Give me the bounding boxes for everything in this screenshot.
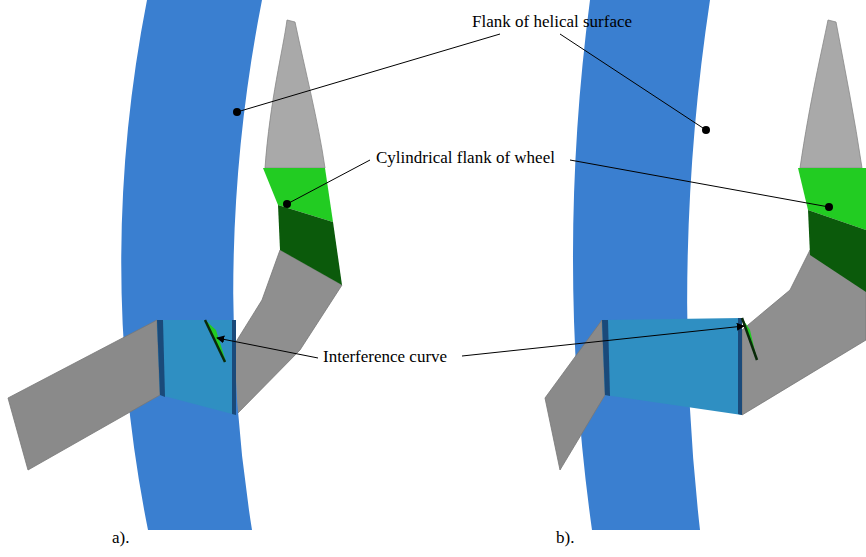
leader-line bbox=[560, 34, 706, 130]
wheel-flank-left bbox=[8, 320, 160, 470]
intersection-edge bbox=[602, 320, 610, 396]
intersection-edge bbox=[738, 318, 742, 415]
intersection-edge bbox=[232, 320, 236, 415]
panel-label: a). bbox=[112, 528, 129, 548]
wheel-flank-upper bbox=[800, 20, 862, 168]
wheel-flank-upper bbox=[265, 20, 325, 168]
leader-dot bbox=[233, 108, 241, 116]
leader-dot bbox=[283, 200, 291, 208]
intersection-region bbox=[157, 320, 236, 415]
intersection-edge bbox=[157, 320, 165, 397]
panel-label: b). bbox=[556, 528, 574, 548]
panel-a bbox=[8, 0, 342, 530]
intersection-region bbox=[602, 318, 742, 415]
part-label: Interference curve bbox=[323, 347, 447, 367]
leader-line bbox=[570, 160, 829, 207]
interference-sliver bbox=[742, 318, 757, 360]
leader-arrow bbox=[462, 326, 744, 356]
part-label: Flank of helical surface bbox=[472, 12, 632, 32]
leader-lines bbox=[217, 34, 829, 358]
helical-surface bbox=[121, 0, 262, 530]
leader-dot bbox=[825, 203, 833, 211]
panel-b bbox=[545, 0, 866, 530]
cylindrical-flank-dark bbox=[808, 210, 866, 292]
leader-line bbox=[287, 160, 370, 204]
interference-curve bbox=[742, 318, 757, 360]
wheel-flank-left bbox=[545, 320, 605, 470]
part-label: Cylindrical flank of wheel bbox=[376, 148, 555, 168]
leader-dots bbox=[233, 108, 833, 211]
leader-line bbox=[237, 34, 500, 112]
helical-surface bbox=[573, 0, 710, 530]
leader-arrow bbox=[217, 338, 318, 358]
leader-dot bbox=[702, 126, 710, 134]
interference-curve bbox=[205, 320, 225, 362]
cylindrical-flank-dark bbox=[278, 205, 342, 285]
interference-sliver bbox=[205, 320, 226, 362]
